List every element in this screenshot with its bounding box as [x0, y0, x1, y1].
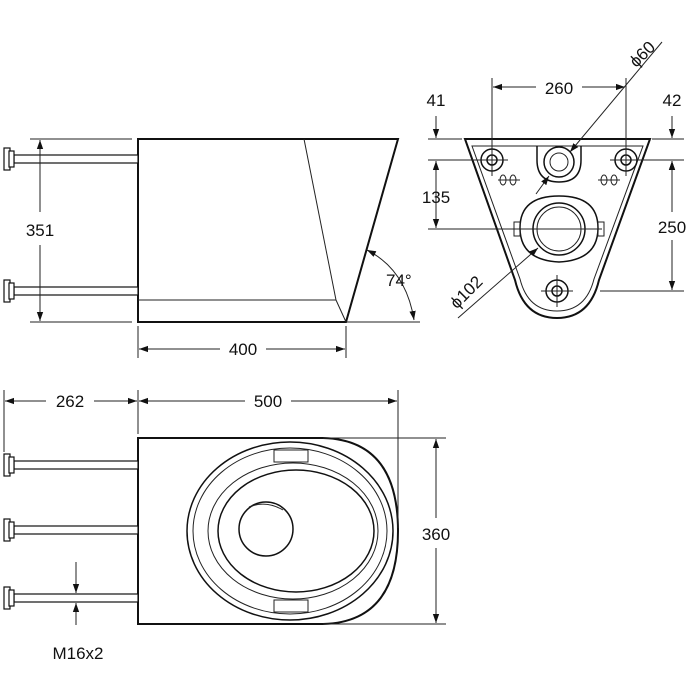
plan-view: 262 500 360 M16x2 — [3, 390, 450, 663]
rear-outlet — [513, 195, 605, 263]
plan-mounting-bolt-1 — [3, 453, 139, 477]
rear-body-outline — [463, 138, 652, 320]
dim-500-label: 500 — [254, 392, 282, 411]
side-inner-edge — [303, 138, 337, 301]
rear-hole-left — [476, 144, 508, 176]
plan-mounting-bolt-3 — [3, 586, 139, 610]
dim-360-label: 360 — [422, 525, 450, 544]
dim-262-label: 262 — [56, 392, 84, 411]
side-mounting-bolt-upper — [3, 147, 139, 171]
dim-400-label: 400 — [229, 340, 257, 359]
dim-135-label: 135 — [422, 188, 450, 207]
rear-hole-right — [610, 144, 642, 176]
dim-phi102-label: ϕ102 — [446, 272, 486, 312]
rear-inlet — [536, 146, 582, 183]
dim-angle-label: 74° — [386, 271, 412, 290]
dim-41-label: 41 — [427, 91, 446, 110]
thread-label: M16x2 — [52, 644, 103, 663]
dim-260-label: 260 — [545, 79, 573, 98]
plan-body-outline — [137, 437, 400, 625]
dim-42-label: 42 — [663, 91, 682, 110]
side-mounting-bolt-lower — [3, 279, 139, 303]
dim-250-label: 250 — [658, 218, 686, 237]
rear-hole-bottom — [541, 275, 573, 307]
plan-mounting-bolt-2 — [3, 518, 139, 542]
side-view: 351 400 74° — [3, 138, 420, 359]
rear-view: 260 ϕ60 41 135 42 250 ϕ102 — [422, 38, 686, 320]
plan-bowl — [186, 441, 394, 621]
dim-phi60-label: ϕ60 — [626, 38, 660, 72]
dim-351-label: 351 — [26, 221, 54, 240]
side-body-outline — [137, 138, 400, 323]
